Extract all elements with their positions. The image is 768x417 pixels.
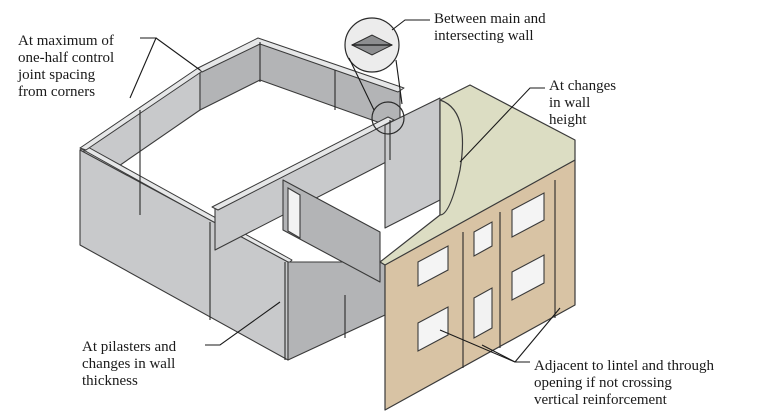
leader-main-intersect <box>391 19 430 31</box>
leader-half-spacing <box>129 37 157 99</box>
leader-pilasters <box>205 301 281 346</box>
detail-magnifier <box>344 17 405 135</box>
label-half-spacing: At maximum of one-half control joint spa… <box>18 33 115 100</box>
magnifier-line-right <box>395 59 403 105</box>
window-3 <box>511 192 545 238</box>
leader-lintel-3 <box>514 307 561 363</box>
window-1 <box>417 245 449 287</box>
left-face-tall <box>79 149 289 361</box>
leader-lines <box>129 19 561 363</box>
detail-circle-small <box>371 101 405 135</box>
window-4 <box>417 306 449 352</box>
front-door <box>473 287 493 339</box>
label-wall-height: At changes in wall height <box>549 78 617 128</box>
label-pilasters: At pilasters and changes in wall thickne… <box>82 339 177 389</box>
interior-cross-wall <box>282 179 381 283</box>
window-5 <box>511 254 545 301</box>
window-2 <box>473 221 493 257</box>
brick-facade <box>379 84 576 411</box>
building-walls <box>79 37 441 361</box>
leader-wall-height <box>459 87 545 163</box>
label-lintel: Adjacent to lintel and through opening i… <box>534 358 714 408</box>
leader-half-spacing-2 <box>155 37 201 71</box>
label-main-intersect: Between main and intersecting wall <box>434 11 546 44</box>
leader-lintel-2 <box>481 344 516 363</box>
roof-curve <box>439 99 464 216</box>
interior-door <box>287 187 301 239</box>
magnifier-line-left <box>348 57 375 111</box>
back-wall-cap <box>197 37 405 93</box>
